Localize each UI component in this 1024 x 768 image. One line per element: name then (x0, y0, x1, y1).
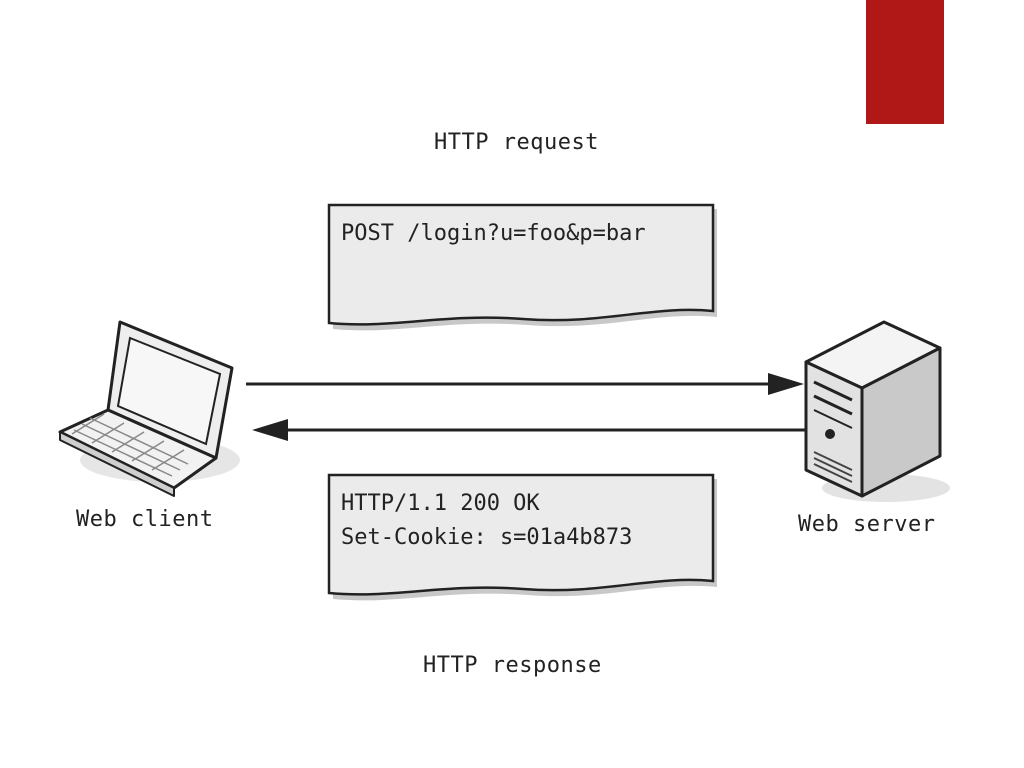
accent-bar (866, 0, 944, 124)
server-tower-icon (804, 320, 950, 502)
request-arrow (246, 373, 804, 395)
response-caption: HTTP response (423, 653, 602, 678)
client-label: Web client (76, 507, 214, 532)
response-status-line: HTTP/1.1 200 OK (341, 491, 540, 516)
request-note: POST /login?u=foo&p=bar (327, 203, 719, 335)
server-label: Web server (798, 512, 936, 537)
response-cookie-line: Set-Cookie: s=01a4b873 (341, 525, 633, 550)
response-note: HTTP/1.1 200 OK Set-Cookie: s=01a4b873 (327, 473, 719, 605)
laptop-icon (58, 320, 240, 497)
note-shape (327, 473, 717, 601)
note-shape (327, 203, 717, 331)
request-line: POST /login?u=foo&p=bar (341, 221, 646, 246)
request-caption: HTTP request (434, 130, 599, 155)
exchange-arrows (246, 373, 806, 441)
response-arrow (252, 419, 806, 441)
